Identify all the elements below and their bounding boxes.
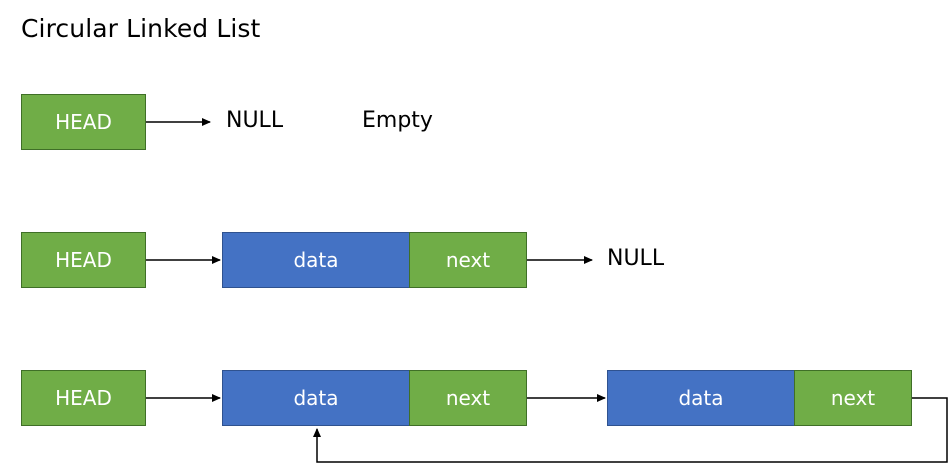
data-field-single: data bbox=[222, 232, 410, 288]
arrow-circular-return bbox=[313, 397, 948, 463]
head-node-empty: HEAD bbox=[21, 94, 146, 150]
data-field-node-1: data bbox=[222, 370, 410, 426]
next-field-node-1: next bbox=[409, 370, 527, 426]
diagram-title: Circular Linked List bbox=[21, 14, 261, 43]
head-node-circular: HEAD bbox=[21, 370, 146, 426]
next-field-single: next bbox=[409, 232, 527, 288]
null-label-single: NULL bbox=[607, 246, 665, 271]
head-node-single: HEAD bbox=[21, 232, 146, 288]
data-field-node-2: data bbox=[607, 370, 795, 426]
null-label-empty: NULL bbox=[226, 108, 284, 133]
empty-label: Empty bbox=[362, 108, 433, 133]
next-field-node-2: next bbox=[794, 370, 912, 426]
